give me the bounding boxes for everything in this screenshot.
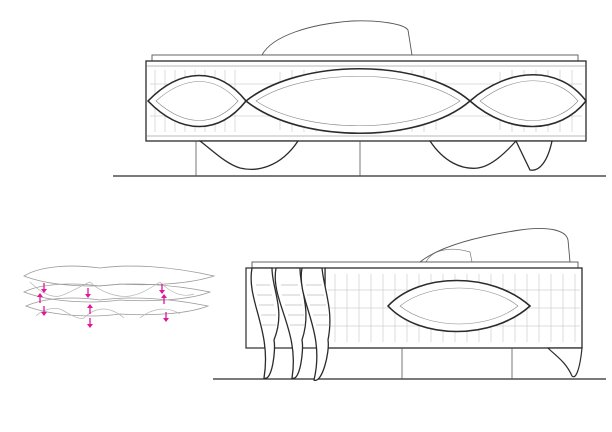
lens-openings-top	[146, 67, 588, 135]
arrow-icon	[87, 304, 93, 314]
arrow-icon	[37, 293, 43, 303]
rooftop-dome	[425, 248, 473, 263]
twisted-columns	[250, 267, 331, 381]
arrow-icon-group	[37, 283, 169, 328]
lower-support-right	[546, 347, 583, 378]
arrow-icon	[41, 306, 47, 316]
lens-inner-line-bottom	[399, 287, 519, 325]
elevation-bottom	[213, 228, 606, 381]
elevation-top	[113, 20, 606, 177]
structure-diagram	[23, 265, 216, 328]
rooftop-structure	[261, 20, 413, 56]
arrow-icon	[159, 284, 165, 294]
arrow-icon	[161, 294, 167, 304]
arrow-icon	[85, 288, 91, 298]
slab-outlines	[23, 265, 216, 317]
arrow-icon	[163, 312, 169, 322]
roof-cap-top	[151, 54, 579, 62]
lower-supports-top	[198, 140, 553, 171]
facade-inner-frame-top	[146, 65, 586, 137]
arrow-icon	[41, 283, 47, 293]
arrow-icon	[87, 318, 93, 328]
roof-cap-bottom	[251, 261, 579, 269]
lens-inner-lines-top	[155, 76, 579, 126]
twisted-column-hatch	[256, 284, 330, 326]
